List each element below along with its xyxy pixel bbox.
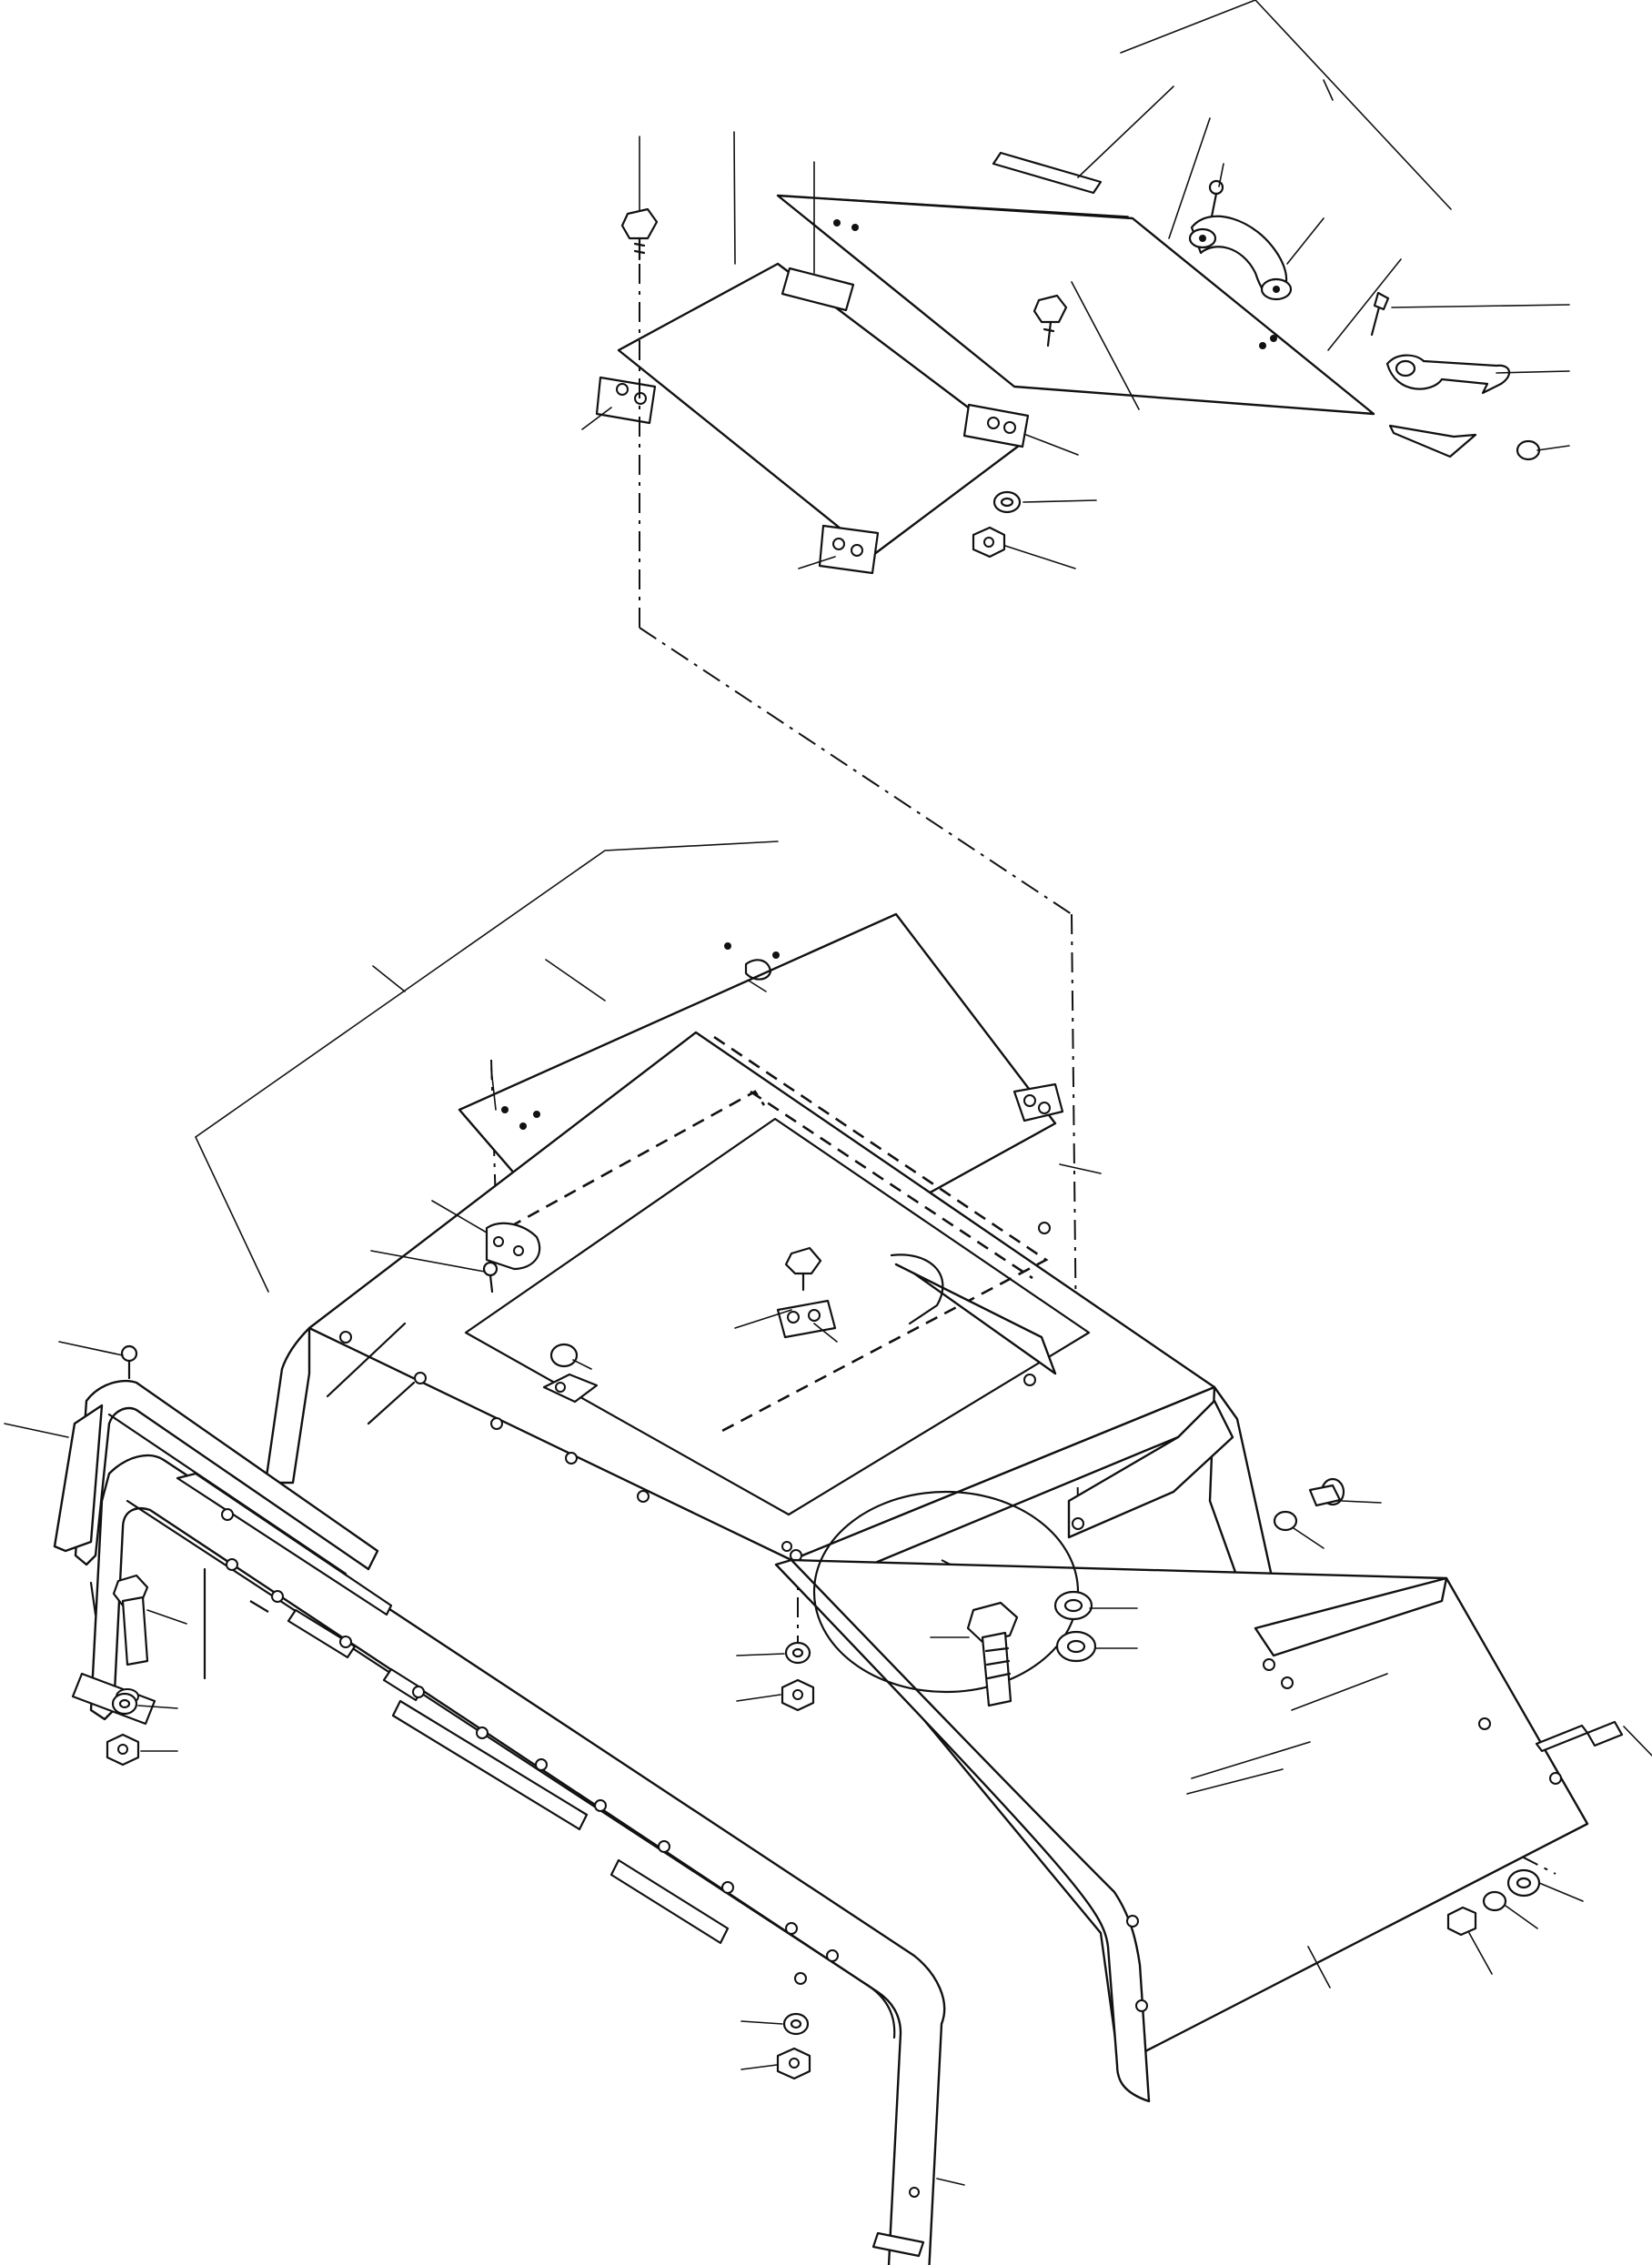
lock-washer-left-icon [111,1692,138,1716]
side-bolt-icon [1535,1720,1624,1753]
lock-washer-mid-icon [784,1641,811,1665]
group-bracket-lower [194,841,779,1293]
leader-lines-upper [581,86,1570,569]
group-bracket-top [1120,0,1452,210]
hex-nut-bottom-icon [776,2047,811,2080]
hex-nut-icon [972,526,1006,559]
flat-washer-icon [1053,1590,1093,1621]
washer-right-icon [1273,1510,1298,1532]
upper-assembly [581,0,1570,575]
pivot-pin-icon [1388,424,1541,461]
pin-icon [1370,291,1390,337]
screw-icon-left [482,1261,499,1294]
latch-icon [1385,354,1511,395]
hinge-bracket-icon [485,1222,541,1271]
screw-icon [1208,179,1224,218]
leader-lines-lower [4,1068,1652,2186]
hex-nut-left-icon [106,1733,140,1767]
right-fender-sheet [774,1558,1589,2103]
knob-icon [542,1343,599,1404]
left-fender-rail [53,1380,946,2265]
rail-bolt-icon [120,1344,138,1380]
lock-washer-bottom-icon [782,2012,810,2036]
thick-nut-icon [1055,1630,1097,1663]
lock-washer-icon [992,490,1022,514]
gasket-strip-icon [992,151,1103,195]
hinged-cover-rear [776,194,1375,416]
lower-assembly [4,841,1652,2265]
center-bolt-icon [966,1601,1019,1707]
thumb-screw-icon [1032,294,1068,347]
long-bolt-icon [112,1574,149,1666]
hex-nut-mid-icon [781,1678,815,1712]
hex-bolt-icon [620,207,659,261]
grab-handle-icon [1188,215,1293,301]
hood-body [264,1031,1280,1630]
nut-stack-icon [1446,1868,1541,1937]
thumb-screw-right-icon [1308,1477,1345,1507]
